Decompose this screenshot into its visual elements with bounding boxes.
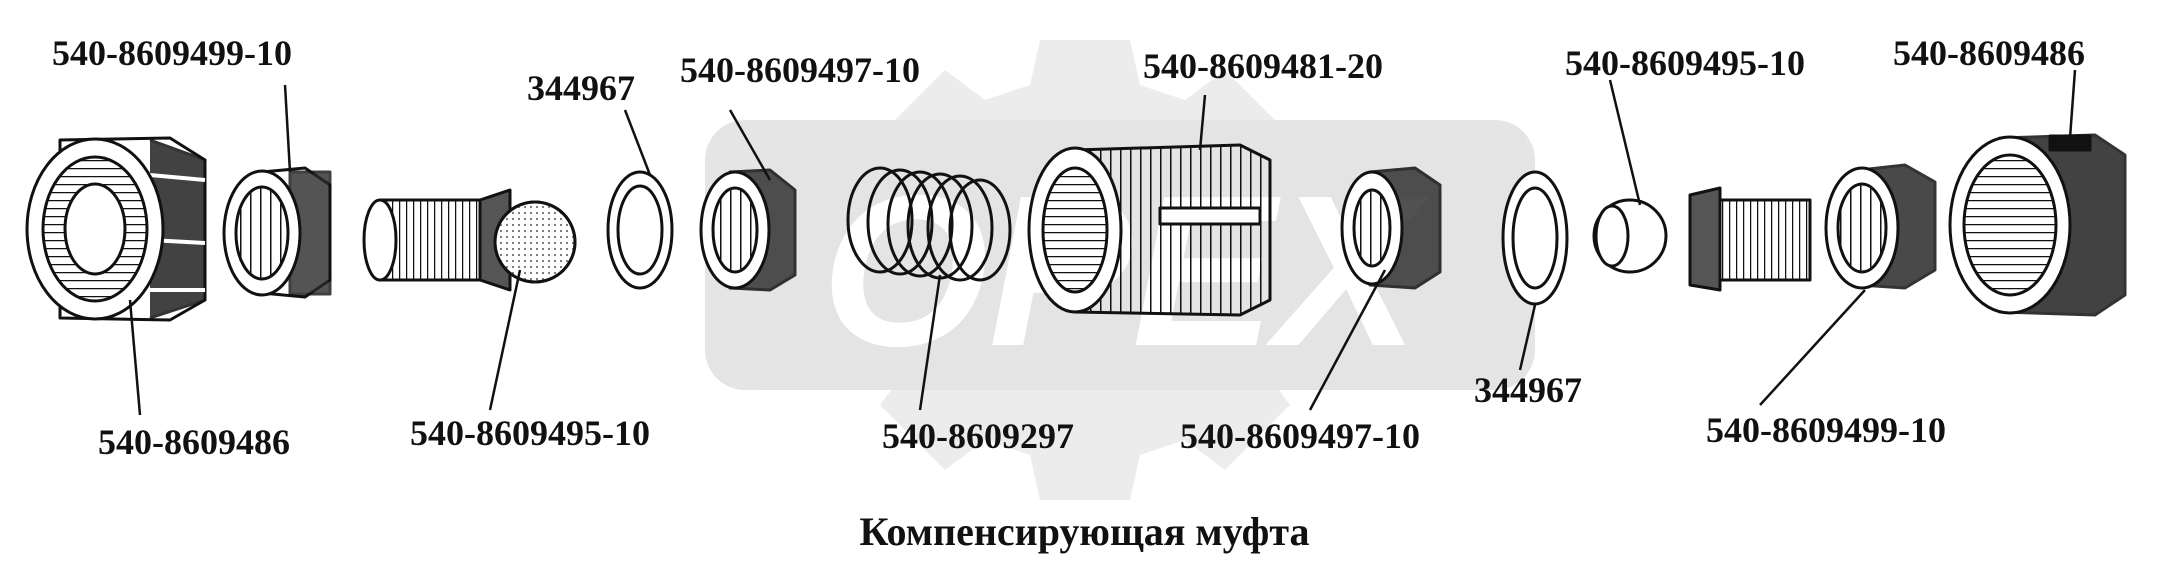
label-bottom-ring-right: 540-8609499-10	[1706, 410, 1946, 450]
label-top-seat-ring-left: 540-8609497-10	[680, 50, 920, 90]
part-ring-540-8609499-10-right	[1824, 163, 1937, 290]
label-top-union-nut-right: 540-8609486	[1893, 33, 2085, 73]
part-washer-344967-left	[606, 170, 674, 290]
part-seat-ring-540-8609497-10-right	[1340, 166, 1442, 290]
part-ball-nipple-right	[1592, 186, 1812, 292]
part-ball-nipple-left	[362, 188, 577, 292]
part-sleeve-540-8609481-20	[1027, 143, 1272, 317]
part-union-nut-left	[25, 136, 207, 322]
label-bottom-ball-nipple-left: 540-8609495-10	[410, 413, 650, 453]
label-top-washer-left: 344967	[527, 68, 635, 108]
part-washer-344967-right	[1501, 170, 1569, 306]
leader-lines	[128, 69, 2077, 416]
label-bottom-seat-ring-right: 540-8609497-10	[1180, 416, 1420, 456]
label-top-ball-nipple-right: 540-8609495-10	[1565, 43, 1805, 83]
diagram-title: Компенсирующая муфта	[859, 509, 1310, 554]
label-top-ring-left: 540-8609499-10	[52, 33, 292, 73]
part-seat-ring-540-8609497-10-left	[699, 168, 797, 292]
part-union-nut-right	[1948, 133, 2127, 317]
label-top-sleeve: 540-8609481-20	[1143, 46, 1383, 86]
part-ring-540-8609499-10-left	[222, 166, 332, 299]
label-bottom-union-nut-left: 540-8609486	[98, 422, 290, 462]
label-bottom-spring: 540-8609297	[882, 416, 1074, 456]
label-bottom-washer-right: 344967	[1474, 370, 1582, 410]
